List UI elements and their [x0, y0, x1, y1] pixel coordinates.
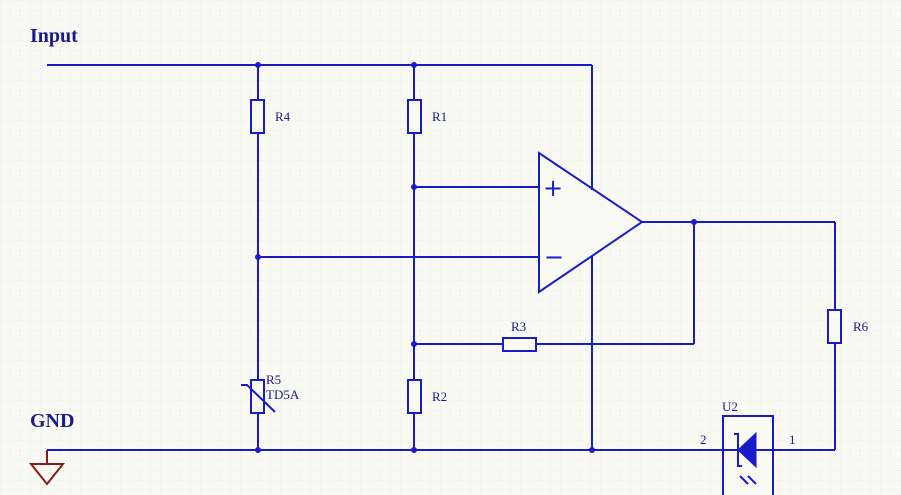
diode-cathode-bar: [734, 433, 742, 467]
resistor-r2[interactable]: [407, 379, 422, 414]
u2-pin1-label: 1: [789, 432, 796, 447]
r5-label: R5: [266, 372, 281, 387]
u2-pin2-label: 2: [700, 432, 707, 447]
junction-dot: [691, 219, 697, 225]
junction-dot: [411, 62, 417, 68]
light-arrow-icon: [747, 475, 757, 485]
u2-label: U2: [722, 399, 738, 414]
junction-dot: [255, 447, 261, 453]
input-label: Input: [30, 25, 78, 47]
gnd-label: GND: [30, 410, 74, 432]
resistor-r6[interactable]: [827, 309, 842, 344]
r5-value-label: TD5A: [266, 387, 300, 402]
junction-dot: [411, 447, 417, 453]
opamp-minus-sign: −: [544, 243, 564, 271]
junctions: [255, 62, 697, 453]
r6-label: R6: [853, 319, 869, 334]
r4-label: R4: [275, 109, 291, 124]
resistor-r3[interactable]: [502, 337, 537, 352]
resistor-r4[interactable]: [250, 99, 265, 134]
opamp-plus-sign: +: [543, 174, 563, 202]
resistor-r1[interactable]: [407, 99, 422, 134]
junction-dot: [255, 62, 261, 68]
junction-dot: [411, 184, 417, 190]
r3-label: R3: [511, 319, 526, 334]
led-u2[interactable]: [722, 415, 774, 495]
junction-dot: [411, 341, 417, 347]
opamp-body: [538, 151, 644, 294]
opamp[interactable]: [538, 65, 644, 450]
junction-dot: [255, 254, 261, 260]
thermistor-r5[interactable]: [241, 379, 276, 414]
ground-icon: [28, 450, 66, 486]
diode-triangle-icon: [737, 431, 757, 469]
light-arrow-icon: [739, 475, 749, 485]
thermistor-r5-slash: [241, 384, 276, 413]
r1-label: R1: [432, 109, 447, 124]
ground-triangle: [28, 463, 66, 486]
r2-label: R2: [432, 389, 447, 404]
